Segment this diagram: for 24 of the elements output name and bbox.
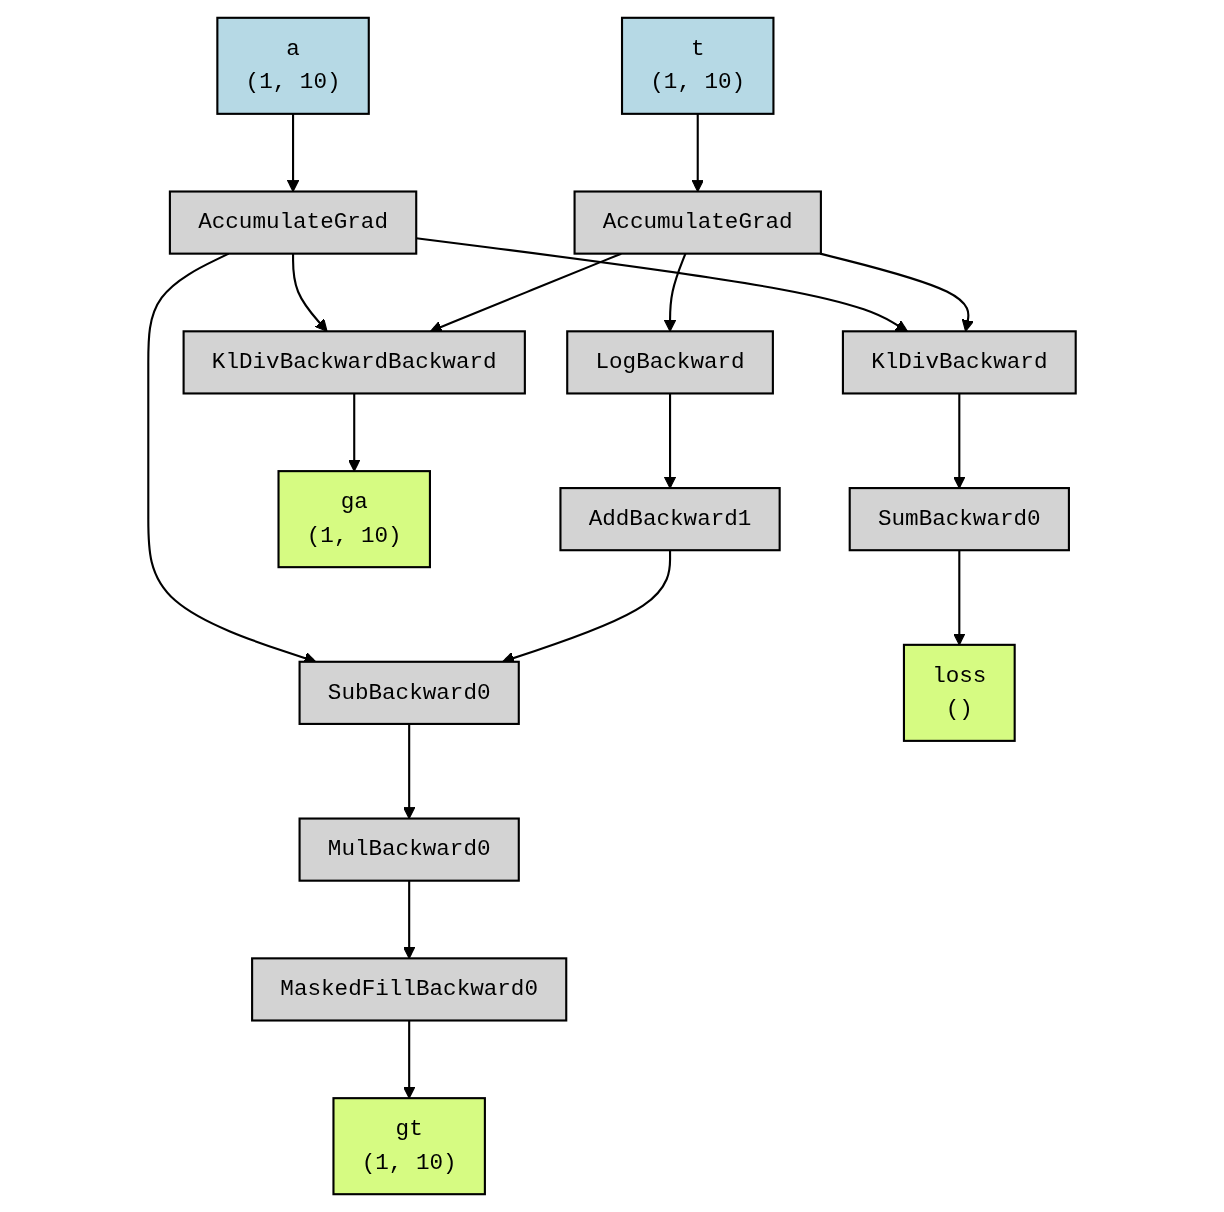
- arrow: [663, 253, 687, 332]
- node-box: AddBackward1: [559, 487, 781, 552]
- node-box: loss (): [902, 643, 1016, 742]
- node-box: KlDivBackward: [841, 330, 1077, 395]
- arrow: [663, 393, 677, 489]
- arrow: [348, 393, 361, 472]
- node-box: t (1, 10): [620, 16, 775, 115]
- node-box: SubBackward0: [298, 660, 520, 725]
- arrow: [820, 252, 974, 332]
- node-box: AccumulateGrad: [168, 190, 418, 255]
- node-box: SumBackward0: [848, 487, 1070, 552]
- node-box: ga (1, 10): [277, 470, 431, 569]
- arrow: [402, 880, 416, 959]
- node-box: MulBackward0: [298, 817, 520, 882]
- node-box: a (1, 10): [216, 16, 370, 115]
- node-box: gt (1, 10): [332, 1097, 486, 1196]
- arrow: [292, 253, 328, 332]
- node-box: LogBackward: [566, 330, 774, 395]
- node-box: AccumulateGrad: [573, 190, 822, 255]
- node-box: KlDivBackwardBackward: [182, 330, 526, 395]
- arrow: [416, 237, 909, 332]
- arrow: [953, 393, 966, 489]
- arrow: [402, 1020, 416, 1099]
- node-box: MaskedFillBackward0: [251, 957, 568, 1022]
